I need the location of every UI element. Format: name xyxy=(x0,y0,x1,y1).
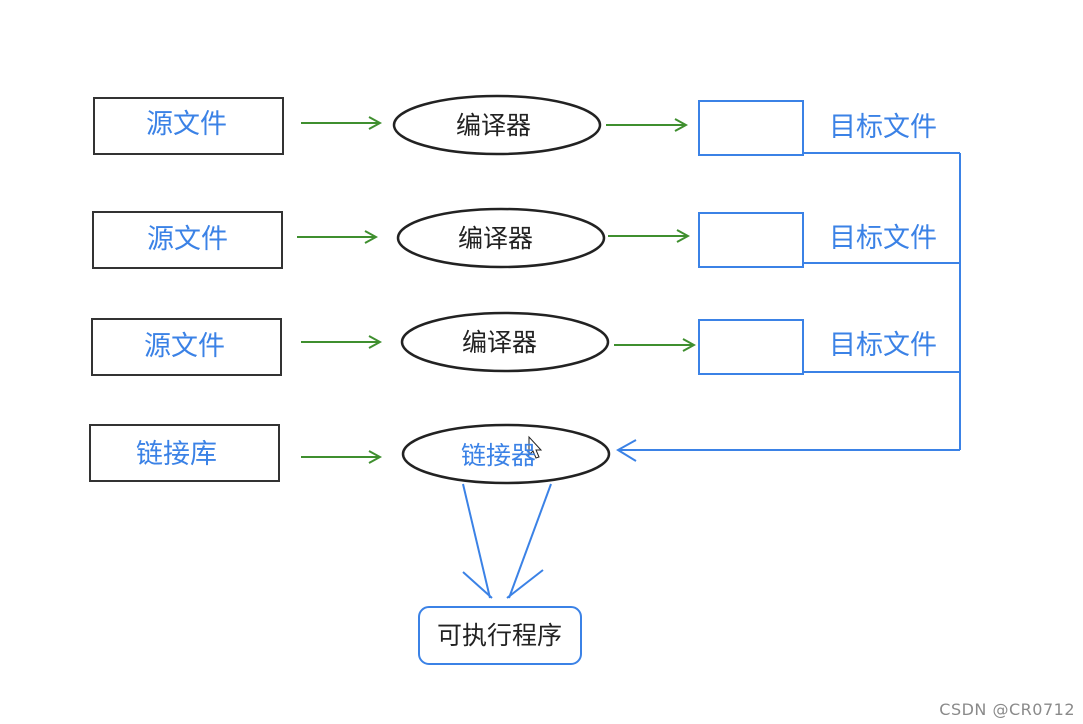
compiler-ellipse-2 xyxy=(396,207,606,269)
source-label-1: 源文件 xyxy=(146,109,227,140)
object-label-2: 目标文件 xyxy=(829,223,937,254)
object-box-3 xyxy=(698,319,804,375)
source-box-1 xyxy=(93,97,284,155)
source-box-3 xyxy=(91,318,282,376)
object-label-1: 目标文件 xyxy=(829,112,937,143)
compiler-label-3: 编译器 xyxy=(462,328,538,357)
executable-label: 可执行程序 xyxy=(437,621,563,650)
object-label-3: 目标文件 xyxy=(829,330,937,361)
object-box-2 xyxy=(698,212,804,268)
compiler-label-2: 编译器 xyxy=(458,224,534,253)
source-label-2: 源文件 xyxy=(147,224,228,255)
source-box-2 xyxy=(92,211,283,269)
compiler-ellipse-1 xyxy=(392,94,602,156)
linker-to-executable-arrow xyxy=(462,483,552,599)
mouse-cursor-icon xyxy=(528,435,543,459)
object-box-1 xyxy=(698,100,804,156)
executable-box xyxy=(418,606,582,665)
compiler-label-1: 编译器 xyxy=(456,111,532,140)
linker-label: 链接器 xyxy=(461,441,537,470)
library-label: 链接库 xyxy=(136,439,217,470)
watermark-text: CSDN @CR0712 xyxy=(939,700,1075,719)
object-collector-lines xyxy=(616,152,961,462)
source-label-3: 源文件 xyxy=(144,331,225,362)
linker-ellipse xyxy=(401,423,611,485)
library-box xyxy=(89,424,280,482)
compiler-ellipse-3 xyxy=(400,311,610,373)
